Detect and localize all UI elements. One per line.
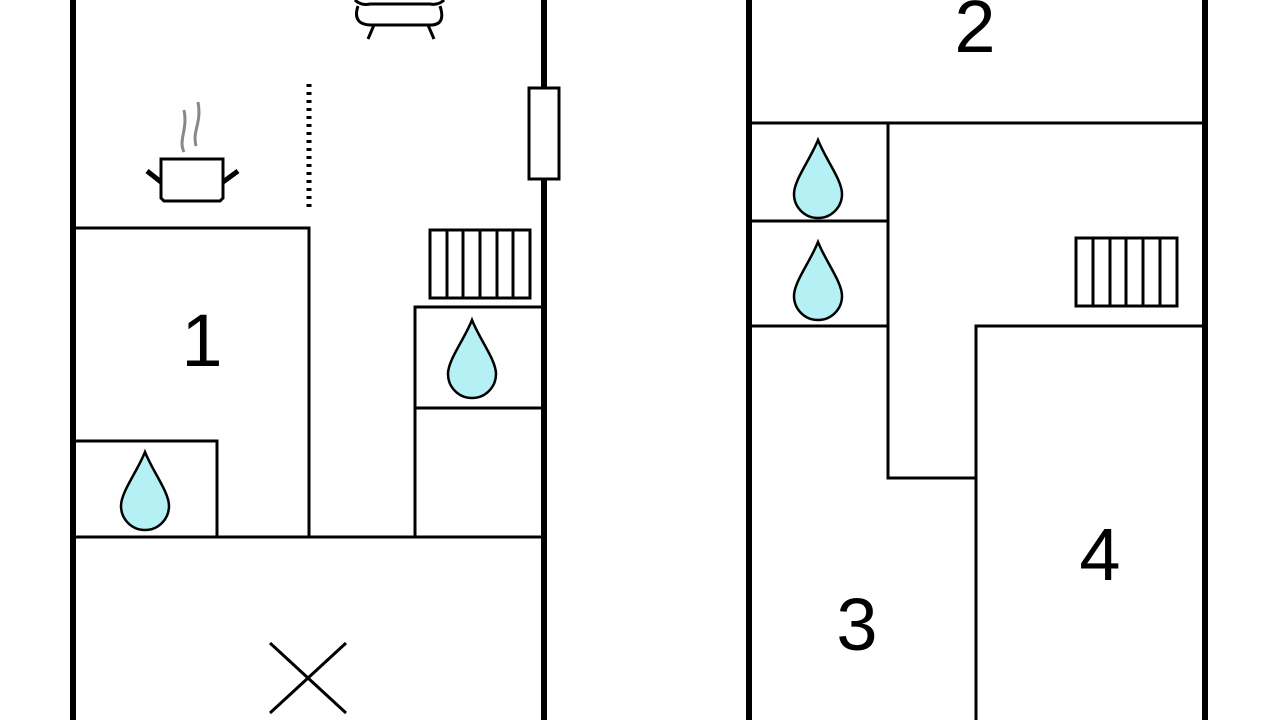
room-4-wall <box>974 324 1202 720</box>
room-1-wall <box>76 226 311 537</box>
water-drop-icon <box>119 450 171 532</box>
water-drop-icon <box>792 240 844 322</box>
water-drop-icon <box>446 318 498 400</box>
window-icon <box>527 86 561 181</box>
bathroom-wall <box>76 439 219 537</box>
sofa-icon <box>353 0 446 40</box>
left-building: 1 <box>70 0 561 720</box>
hall-wall <box>886 123 976 480</box>
room-label-2: 2 <box>954 0 995 68</box>
terrace-cross-icon <box>268 641 348 715</box>
room-label-1: 1 <box>181 299 222 382</box>
stairs-icon <box>1074 236 1179 308</box>
room-label-3: 3 <box>836 583 877 666</box>
water-drop-icon <box>792 138 844 220</box>
right-building: 2 3 4 <box>746 0 1208 720</box>
stairs-icon <box>428 228 532 300</box>
cooking-pot-icon <box>145 101 240 203</box>
utility-wall <box>413 305 542 537</box>
room-label-4: 4 <box>1079 513 1120 596</box>
